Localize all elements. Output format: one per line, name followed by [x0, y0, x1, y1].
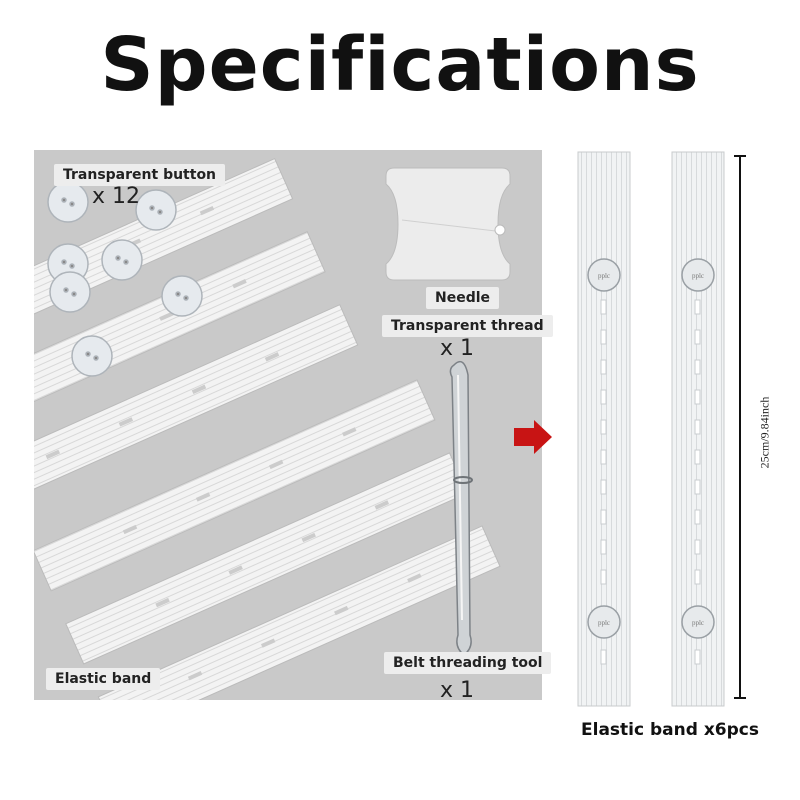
button-mark: pplc — [598, 272, 610, 280]
right-arrow-icon — [514, 420, 552, 454]
transparent-button-label: Transparent button — [54, 164, 226, 186]
elastic-band-strip-icon — [97, 525, 501, 700]
length-measurement: 25cm/9.84inch — [757, 396, 772, 469]
elastic-band-strip-icon — [34, 379, 436, 592]
elastic-band-label: Elastic band — [46, 668, 161, 690]
transparent-buttons-group — [47, 181, 203, 377]
transparent-button-icon — [161, 275, 203, 317]
transparent-thread-label: Transparent thread — [382, 315, 553, 337]
button-mark: pplc — [692, 619, 704, 627]
transparent-button-quantity: x 12 — [92, 184, 141, 209]
button-mark: pplc — [598, 619, 610, 627]
elastic-band-strip-icon — [34, 157, 294, 371]
elastic-band-caption: Elastic band x6pcs — [581, 720, 759, 740]
transparent-button-icon — [135, 189, 177, 231]
transparent-button-icon — [681, 258, 715, 292]
threading-tool-icon — [449, 360, 473, 656]
elastic-band-strip-icon — [34, 231, 326, 444]
dimension-line — [734, 155, 746, 699]
product-contents-panel — [34, 150, 542, 700]
tool-quantity: x 1 — [440, 678, 475, 703]
transparent-button-icon — [47, 181, 89, 223]
button-mark: pplc — [692, 272, 704, 280]
thread-bobbin-icon — [385, 167, 511, 281]
elastic-bands-illustration — [34, 157, 511, 700]
page-title: Specifications — [100, 22, 700, 108]
transparent-button-icon — [71, 335, 113, 377]
elastic-band-strip-icon — [34, 304, 359, 517]
thread-quantity: x 1 — [440, 336, 475, 361]
transparent-button-icon — [587, 605, 621, 639]
transparent-button-icon — [681, 605, 715, 639]
elastic-band-closeup: pplc pplc pplc pplc — [577, 151, 725, 707]
transparent-button-icon — [49, 271, 91, 313]
belt-threading-tool-label: Belt threading tool — [384, 652, 552, 674]
needle-label: Needle — [426, 287, 500, 309]
transparent-button-icon — [587, 258, 621, 292]
transparent-button-icon — [101, 239, 143, 281]
